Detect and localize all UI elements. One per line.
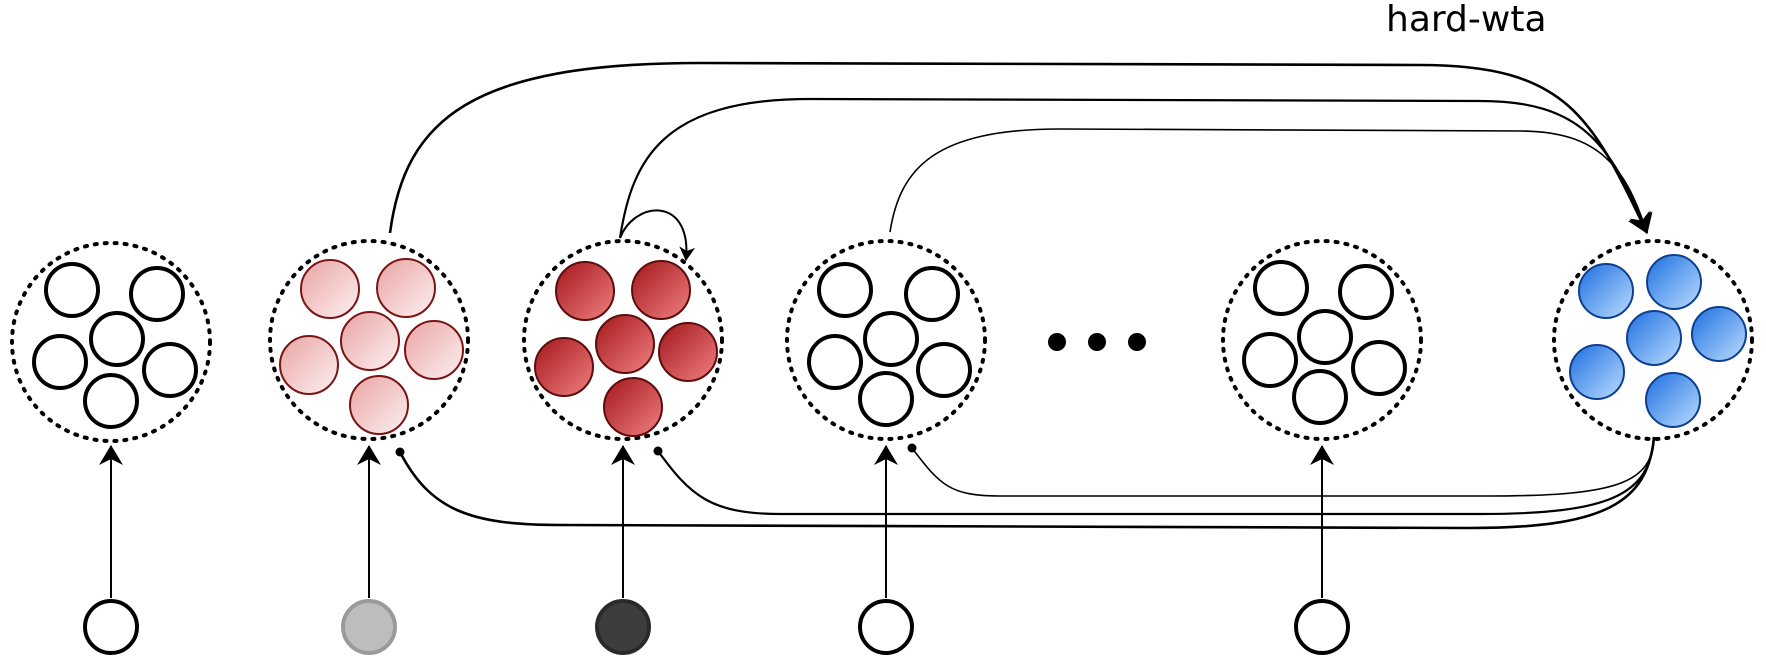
population-boundary: [1221, 239, 1423, 441]
excitatory-arc-pop-2: [388, 61, 1650, 234]
population-3: [522, 239, 724, 441]
hard-wta-label: hard-wta: [1386, 0, 1547, 40]
excitatory-connections: [388, 61, 1653, 261]
population-4: [785, 239, 987, 441]
population-boundary: [522, 239, 724, 441]
excitatory-arc-pop-3: [618, 97, 1652, 239]
active-neuron: [631, 260, 691, 320]
neuron: [32, 334, 88, 390]
active-neuron: [376, 258, 436, 318]
population-boundary: [10, 241, 212, 443]
neuron: [89, 311, 145, 367]
input-neuron-4: [858, 599, 914, 655]
inhibitory-arc-pop-2: [395, 436, 1656, 530]
excitatory-arc-pop-4: [889, 128, 1653, 234]
neuron: [142, 342, 198, 398]
population-wta: [1552, 239, 1754, 441]
active-neuron: [658, 322, 718, 382]
neuron: [1338, 264, 1394, 320]
input-neuron-2: [341, 599, 397, 655]
active-neuron: [404, 320, 464, 380]
neuron: [1292, 369, 1348, 425]
input-neurons: [83, 599, 1350, 655]
active-neuron: [1578, 263, 1634, 319]
active-neuron: [279, 335, 339, 395]
neuron: [863, 311, 919, 367]
inhibitory-arc-pop-3: [653, 436, 1656, 516]
active-neuron: [555, 261, 615, 321]
active-neuron: [534, 337, 594, 397]
active-neuron: [340, 311, 400, 371]
active-neuron: [1691, 306, 1747, 362]
neuron: [44, 262, 100, 318]
neuron: [1297, 309, 1353, 365]
active-neuron: [349, 375, 409, 435]
active-neuron: [595, 314, 655, 374]
input-neuron-5: [1294, 599, 1350, 655]
population-5: [1221, 239, 1423, 441]
population-1: [10, 241, 212, 443]
active-neuron: [603, 377, 663, 437]
population-2: [268, 239, 470, 441]
input-arrows: [99, 445, 1334, 598]
neuron: [1351, 340, 1407, 396]
inhibitory-arc-pop-4: [907, 436, 1655, 497]
ellipsis-dot: [1128, 333, 1146, 351]
population-boundary: [1552, 239, 1754, 441]
active-neuron: [1626, 310, 1682, 366]
neuron: [807, 334, 863, 390]
neuron: [817, 262, 873, 318]
inhibitory-connections: [395, 436, 1656, 530]
population-boundary: [785, 239, 987, 441]
neuron: [129, 266, 185, 322]
neuron: [1242, 332, 1298, 388]
ellipsis: [1048, 333, 1146, 351]
neuron: [1253, 260, 1309, 316]
input-neuron-3: [595, 599, 651, 655]
population-boundary: [268, 239, 470, 441]
active-neuron: [1569, 344, 1625, 400]
ellipsis-dot: [1048, 333, 1066, 351]
active-neuron: [300, 259, 360, 319]
input-neuron-1: [83, 599, 139, 655]
active-neuron: [1645, 372, 1701, 428]
ellipsis-dot: [1088, 333, 1106, 351]
neuron: [858, 371, 914, 427]
self-loop-pop-3: [619, 209, 696, 261]
neuron: [916, 342, 972, 398]
neuron: [904, 266, 960, 322]
active-neuron: [1646, 254, 1702, 310]
neuron: [83, 373, 139, 429]
